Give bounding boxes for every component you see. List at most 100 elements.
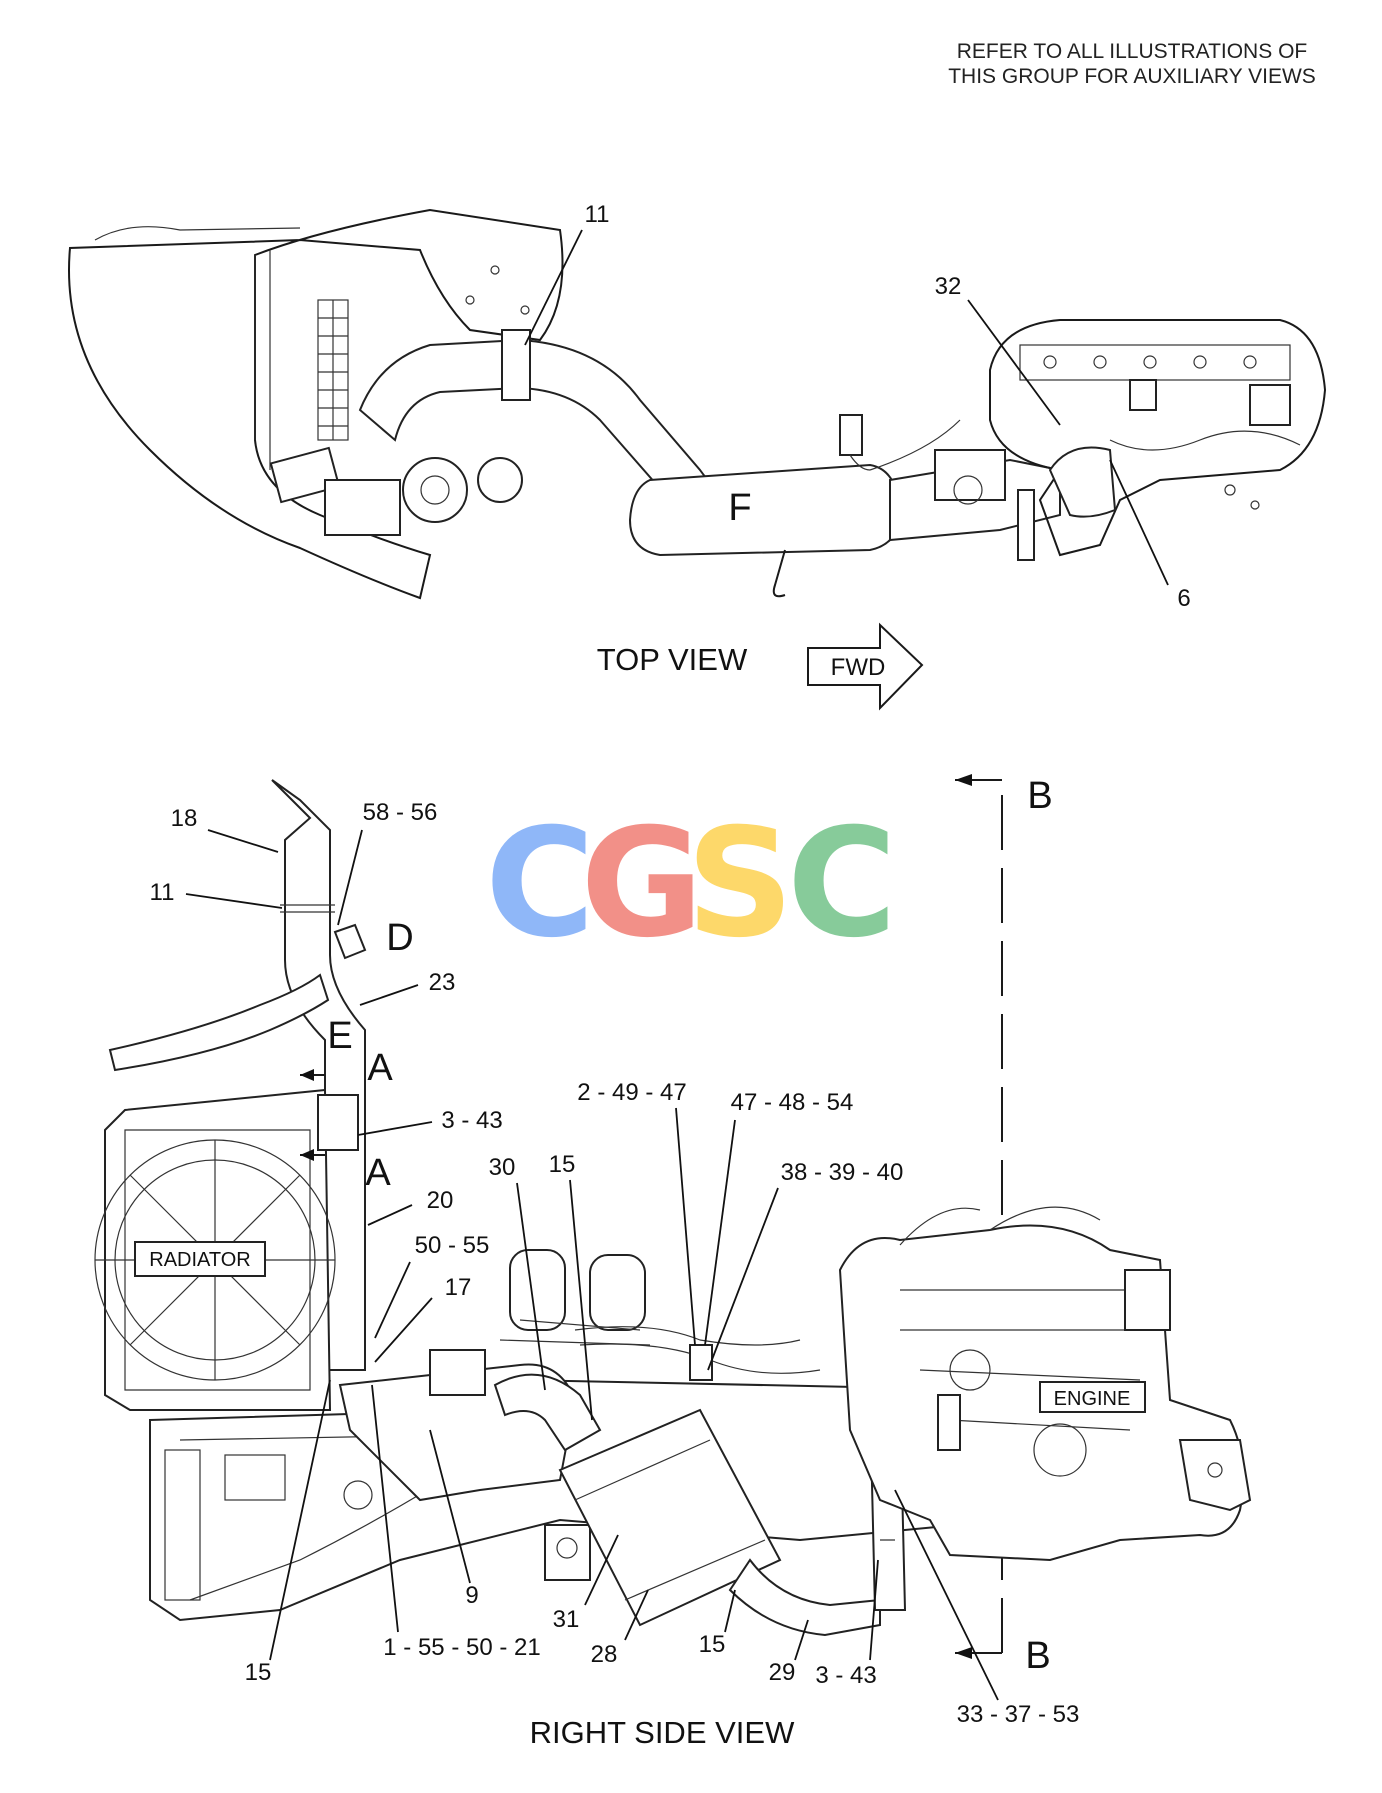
callout-50-55: 50 - 55 (415, 1232, 490, 1259)
stack-clamp (280, 904, 335, 913)
section-letter-b-bottom: B (1025, 1635, 1050, 1677)
note-line-1: REFER TO ALL ILLUSTRATIONS OF (957, 40, 1307, 63)
watermark-letter-1: C (485, 797, 595, 971)
top-view-bracket-hole (953, 475, 983, 505)
leader-38-39-40 (707, 1187, 779, 1371)
leader-58-56 (337, 829, 363, 926)
leader-50-55 (374, 1261, 411, 1339)
callout-28: 28 (591, 1641, 618, 1668)
callout-33-37-53: 33 - 37 - 53 (957, 1701, 1080, 1728)
engine-mount-bolt (1207, 1462, 1223, 1478)
leader-3-43-bottom (869, 1559, 879, 1661)
fwd-arrow-shape (807, 622, 924, 711)
top-view-letter-f: F (728, 487, 751, 529)
callout-3-43-bottom: 3 - 43 (815, 1662, 876, 1689)
top-view-engine-outline (989, 319, 1327, 557)
chassis-hole (343, 1480, 373, 1510)
leader-33-37-53 (894, 1489, 999, 1701)
leader-11-top (524, 229, 583, 346)
top-view-sensor (839, 414, 863, 456)
side-view-title: RIGHT SIDE VIEW (530, 1715, 795, 1750)
leader-30 (516, 1182, 546, 1391)
watermark: C G S C (485, 797, 897, 971)
engine-mount (1178, 1439, 1252, 1512)
callout-18: 18 (171, 805, 198, 832)
leader-29 (794, 1619, 809, 1661)
fwd-label: FWD (831, 654, 886, 681)
watermark-letter-2: G (580, 797, 703, 971)
leader-28 (624, 1589, 649, 1641)
stack-bracket-3-43 (317, 1094, 359, 1151)
top-view-post (1017, 489, 1035, 561)
callout-3-43-top: 3 - 43 (441, 1107, 502, 1134)
top-view-components-left (269, 446, 523, 536)
leader-23 (359, 984, 419, 1006)
callout-11-top: 11 (585, 201, 610, 228)
hose-1 (574, 1326, 801, 1346)
top-view-bolts (465, 265, 530, 315)
engine-connector (937, 1394, 961, 1451)
leader-20 (367, 1204, 413, 1226)
intake-duct-top (429, 1349, 486, 1396)
leader-15-left (269, 1379, 331, 1661)
callout-58-56: 58 - 56 (363, 799, 438, 826)
callout-47-48-54: 47 - 48 - 54 (731, 1089, 854, 1116)
top-view-body-line (254, 250, 271, 470)
section-a-arrowheads (300, 1069, 314, 1161)
leader-1-55-50-21 (371, 1384, 399, 1633)
section-arrowhead-top (955, 774, 972, 786)
leader-15-bottom (724, 1589, 736, 1633)
leader-2-49-47 (675, 1107, 696, 1346)
callout-23: 23 (429, 969, 456, 996)
leader-31 (584, 1534, 619, 1606)
callout-11-side: 11 (150, 879, 175, 906)
radiator-label-box (134, 1241, 266, 1277)
callout-15-left: 15 (245, 1659, 272, 1686)
callout-32: 32 (935, 273, 962, 300)
side-view-curved-pipe-e (108, 973, 330, 1072)
note-line-2: THIS GROUP FOR AUXILIARY VIEWS (948, 65, 1316, 88)
top-view-wire (849, 419, 961, 471)
side-view-muffler (558, 1408, 782, 1627)
letter-a-top: A (367, 1047, 393, 1089)
fwd-arrow: FWD (807, 622, 924, 711)
leader-3-43-top (357, 1121, 433, 1136)
callout-1-55-50-21: 1 - 55 - 50 - 21 (383, 1634, 540, 1661)
chassis-rail (164, 1449, 201, 1601)
letter-d: D (386, 917, 413, 959)
leader-6 (1109, 459, 1169, 586)
radiator-label: RADIATOR (149, 1249, 251, 1271)
leader-18 (207, 829, 279, 853)
top-view-engine-details (1019, 344, 1301, 510)
connector-block (689, 1344, 713, 1381)
side-view-drawing: RADIATOR (94, 779, 1252, 1637)
engine-hoses (899, 1206, 1101, 1246)
engine-pulley-2 (1033, 1423, 1087, 1477)
callout-9: 9 (465, 1582, 478, 1609)
callout-38-39-40: 38 - 39 - 40 (781, 1159, 904, 1186)
auxiliary-views-note: REFER TO ALL ILLUSTRATIONS OF THIS GROUP… (948, 40, 1316, 88)
top-view-grille (317, 299, 349, 441)
section-arrowhead-bottom (955, 1647, 972, 1659)
top-view-muffler (628, 463, 902, 557)
section-line-b: B B (955, 774, 1053, 1677)
callout-2-49-47: 2 - 49 - 47 (577, 1079, 686, 1106)
callout-17: 17 (445, 1274, 472, 1301)
top-view-body-line (94, 226, 301, 241)
callout-31: 31 (553, 1606, 580, 1633)
watermark-letter-3: S (686, 797, 794, 971)
chassis-plate (224, 1454, 286, 1501)
leader-9 (429, 1429, 471, 1584)
leader-32 (967, 299, 1061, 426)
stack-bracket-d (333, 923, 367, 960)
engine-detail-lines (900, 1289, 1150, 1431)
leader-11-side (185, 893, 283, 909)
elbow-pipe (493, 1373, 602, 1452)
callout-29: 29 (769, 1659, 796, 1686)
muffler-bands (574, 1439, 766, 1601)
callout-6: 6 (1177, 585, 1190, 612)
engine-label: ENGINE (1054, 1388, 1131, 1410)
section-letter-b-top: B (1027, 775, 1052, 817)
engine-label-box (1039, 1381, 1146, 1413)
